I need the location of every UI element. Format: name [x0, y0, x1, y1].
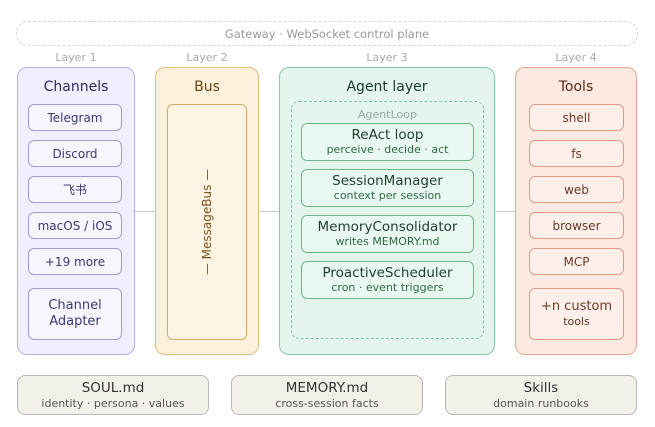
- tools-title: Tools: [558, 79, 594, 95]
- connector-bus-agent: [259, 211, 279, 213]
- tool-item-web: web: [529, 176, 624, 203]
- channel-item-macos-ios: macOS / iOS: [28, 212, 122, 239]
- tool-item-label: browser: [552, 218, 601, 233]
- channel-item-label: Telegram: [47, 110, 103, 125]
- tool-item-label: web: [564, 182, 589, 197]
- agent-item-session-manager: SessionManager context per session: [301, 169, 474, 207]
- tool-item-shell: shell: [529, 104, 624, 131]
- tool-item-browser: browser: [529, 212, 624, 239]
- soul-md-box: SOUL.md identity · persona · values: [17, 375, 209, 415]
- tool-item-label: MCP: [563, 254, 590, 269]
- tool-item-label: shell: [562, 110, 591, 125]
- agent-item-subtitle: context per session: [333, 189, 442, 202]
- soul-md-title: SOUL.md: [81, 379, 145, 396]
- layer-label-3: Layer 3: [366, 51, 408, 64]
- bus-title: Bus: [194, 79, 220, 95]
- agent-item-title: SessionManager: [332, 173, 443, 189]
- channel-item-telegram: Telegram: [28, 104, 122, 131]
- memory-md-subtitle: cross-session facts: [275, 396, 379, 410]
- skills-box: Skills domain runbooks: [445, 375, 637, 415]
- agent-item-title: ReAct loop: [351, 127, 424, 143]
- channels-title: Channels: [43, 79, 109, 95]
- tool-item-label: fs: [571, 146, 582, 161]
- soul-md-subtitle: identity · persona · values: [41, 396, 185, 410]
- message-bus: — MessageBus —: [167, 104, 247, 340]
- agent-item-title: ProactiveScheduler: [322, 265, 453, 281]
- agent-panel: [279, 67, 495, 355]
- agent-item-react-loop: ReAct loop perceive · decide · act: [301, 123, 474, 161]
- connector-agent-tools: [495, 211, 515, 213]
- tool-custom-line2: tools: [563, 315, 590, 328]
- layer-label-2: Layer 2: [186, 51, 228, 64]
- channel-item-label: +19 more: [44, 254, 106, 269]
- gateway-label: Gateway · WebSocket control plane: [224, 26, 430, 41]
- memory-md-box: MEMORY.md cross-session facts: [231, 375, 423, 415]
- agent-item-proactive-scheduler: ProactiveScheduler cron · event triggers: [301, 261, 474, 299]
- channel-item-feishu: 飞书: [28, 176, 122, 203]
- tool-item-fs: fs: [529, 140, 624, 167]
- channel-item-discord: Discord: [28, 140, 122, 167]
- layer-label-4: Layer 4: [555, 51, 597, 64]
- channel-adapter-line1: Channel: [48, 298, 102, 313]
- layer-label-1: Layer 1: [55, 51, 97, 64]
- connector-channels-bus: [135, 211, 155, 213]
- skills-subtitle: domain runbooks: [493, 396, 589, 410]
- gateway-bar: Gateway · WebSocket control plane: [16, 21, 638, 46]
- tool-item-mcp: MCP: [529, 248, 624, 275]
- agent-loop-label: AgentLoop: [358, 108, 417, 121]
- agent-title: Agent layer: [346, 79, 428, 95]
- agent-item-memory-consolidator: MemoryConsolidator writes MEMORY.md: [301, 215, 474, 253]
- channel-adapter-line2: Adapter: [49, 314, 101, 329]
- memory-md-title: MEMORY.md: [285, 379, 369, 396]
- message-bus-label: — MessageBus —: [200, 168, 214, 276]
- agent-item-title: MemoryConsolidator: [317, 219, 458, 235]
- agent-loop-group: [291, 101, 484, 339]
- skills-title: Skills: [523, 379, 559, 396]
- channel-item-label: 飞书: [62, 183, 87, 197]
- channel-item-more: +19 more: [28, 248, 122, 275]
- channel-item-label: Discord: [52, 146, 98, 161]
- channel-item-label: macOS / iOS: [37, 218, 113, 233]
- tool-item-custom: +n custom tools: [529, 288, 624, 340]
- agent-item-subtitle: writes MEMORY.md: [335, 235, 440, 248]
- agent-item-subtitle: cron · event triggers: [331, 281, 444, 294]
- tool-custom-line1: +n custom: [540, 299, 613, 314]
- agent-item-subtitle: perceive · decide · act: [326, 143, 449, 156]
- channel-adapter: Channel Adapter: [28, 288, 122, 340]
